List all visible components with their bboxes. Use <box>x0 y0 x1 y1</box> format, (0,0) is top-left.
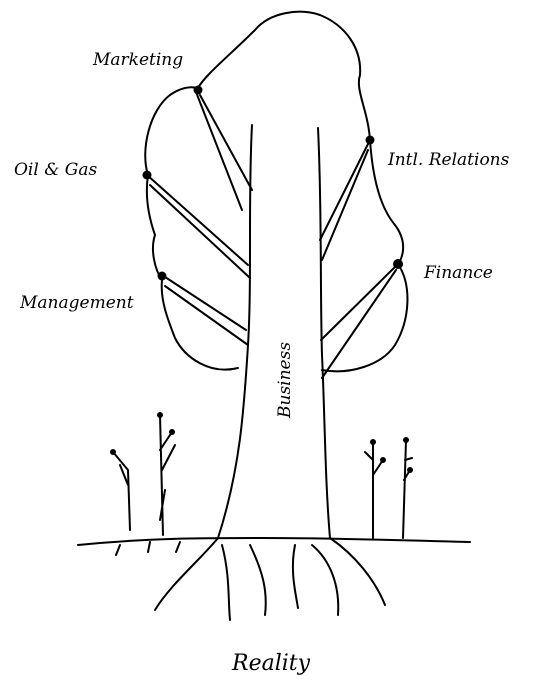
sapling-bud <box>157 412 163 418</box>
ground-line <box>78 538 470 545</box>
sapling-left-1 <box>113 452 130 530</box>
label-management: Management <box>19 293 134 313</box>
node-finance <box>393 259 403 269</box>
sapling-bud <box>380 457 386 463</box>
trunk-left-edge <box>218 125 252 538</box>
label-marketing: Marketing <box>92 50 183 70</box>
node-oil-gas <box>143 171 152 180</box>
sapling-bud <box>110 449 116 455</box>
node-management <box>158 272 167 281</box>
root-right-inner <box>312 545 338 615</box>
sapling-bud <box>407 467 413 473</box>
sapling-right-1 <box>365 442 383 538</box>
sapling-bud <box>370 439 376 445</box>
label-finance: Finance <box>423 263 493 283</box>
canopy-outline <box>145 12 407 372</box>
root-middle-a <box>250 545 266 615</box>
ground-ticks <box>116 542 180 555</box>
sapling-right-2 <box>403 440 412 538</box>
root-left-outer <box>155 538 218 610</box>
root-middle-b <box>293 545 298 608</box>
root-left-inner <box>222 545 230 620</box>
sapling-bud <box>169 429 175 435</box>
node-marketing <box>194 86 203 95</box>
branch-intl-relations <box>320 140 370 260</box>
label-intl-relations: Intl. Relations <box>387 150 510 170</box>
sapling-bud <box>403 437 409 443</box>
label-business: Business <box>275 342 295 419</box>
node-intl-relations <box>366 136 375 145</box>
branch-marketing <box>196 92 252 210</box>
label-oil-gas: Oil & Gas <box>14 160 97 180</box>
label-reality: Reality <box>231 651 311 676</box>
branch-management <box>162 275 248 345</box>
branch-finance <box>321 264 398 378</box>
